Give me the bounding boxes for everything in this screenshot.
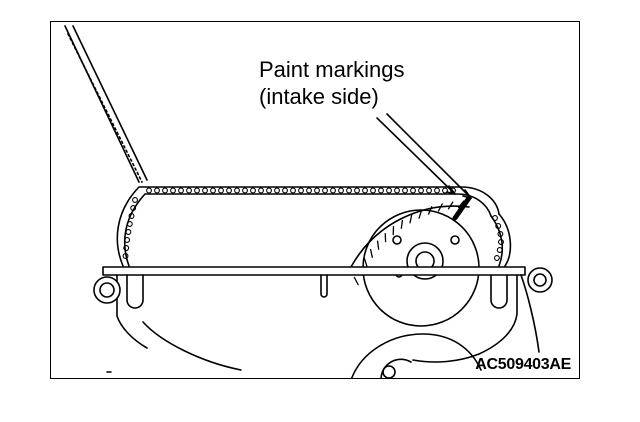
chain-link: [298, 187, 304, 194]
chain-link: [322, 187, 328, 194]
chain-link: [128, 213, 135, 219]
chain-link: [125, 229, 132, 235]
callout-line-1: Paint markings: [259, 57, 405, 82]
chain-link: [346, 187, 352, 194]
chain-link: [274, 187, 280, 194]
timing-chain-illustration: [64, 25, 553, 378]
chain-link: [378, 187, 384, 194]
chain-link: [492, 215, 498, 221]
paint-markings-callout: Paint markings (intake side): [259, 56, 405, 110]
timing-chain: [116, 186, 512, 267]
chain-link: [290, 187, 296, 194]
chain-link: [234, 187, 240, 194]
callout-leaders: [376, 113, 472, 199]
chain-link: [202, 187, 208, 194]
chain-link: [362, 187, 368, 194]
chain-link: [162, 187, 168, 194]
chain-link: [354, 187, 360, 194]
diagram-frame: Paint markings (intake side) AC509403AE: [50, 21, 580, 379]
chain-link: [123, 245, 130, 251]
chain-link: [426, 187, 432, 194]
chain-link: [410, 187, 416, 194]
chain-link: [402, 187, 408, 194]
chain-link: [370, 187, 376, 194]
chain-link: [226, 187, 232, 194]
paint-marking: [452, 195, 472, 221]
part-code-label: AC509403AE: [475, 356, 571, 373]
chain-link: [434, 187, 440, 194]
chain-link: [170, 187, 176, 194]
chain-link: [442, 187, 448, 194]
cover-bolts: [93, 267, 553, 304]
chain-link: [338, 187, 344, 194]
chain-link: [122, 253, 129, 259]
chain-link: [282, 187, 288, 194]
chain-link: [130, 205, 137, 211]
chain-link: [186, 187, 192, 194]
chain-link: [178, 187, 184, 194]
chain-link: [497, 231, 504, 237]
chain-link: [495, 223, 502, 229]
chain-link: [132, 197, 138, 203]
chain-link: [418, 187, 424, 194]
chain-link: [394, 187, 400, 194]
chain-link: [154, 187, 160, 194]
chain-cover: [102, 266, 540, 363]
chain-link: [496, 247, 503, 253]
chain-link: [210, 187, 216, 194]
chain-link: [242, 187, 248, 194]
chain-link: [126, 221, 133, 227]
camshaft-sprocket: [350, 200, 480, 327]
chain-link: [306, 187, 312, 194]
chain-link: [146, 187, 152, 194]
chain-link: [330, 187, 336, 194]
chain-link: [266, 187, 272, 194]
chain-link: [124, 237, 131, 243]
chain-link: [194, 187, 200, 194]
chain-link: [386, 187, 392, 194]
callout-line-2: (intake side): [259, 84, 379, 109]
chain-link: [493, 255, 500, 261]
chain-link: [218, 187, 224, 194]
chain-guide-arm: [64, 25, 148, 183]
lower-engine-detail: [106, 321, 482, 378]
chain-link: [258, 187, 264, 194]
chain-link: [314, 187, 320, 194]
chain-link: [498, 239, 504, 245]
chain-link: [250, 187, 256, 194]
